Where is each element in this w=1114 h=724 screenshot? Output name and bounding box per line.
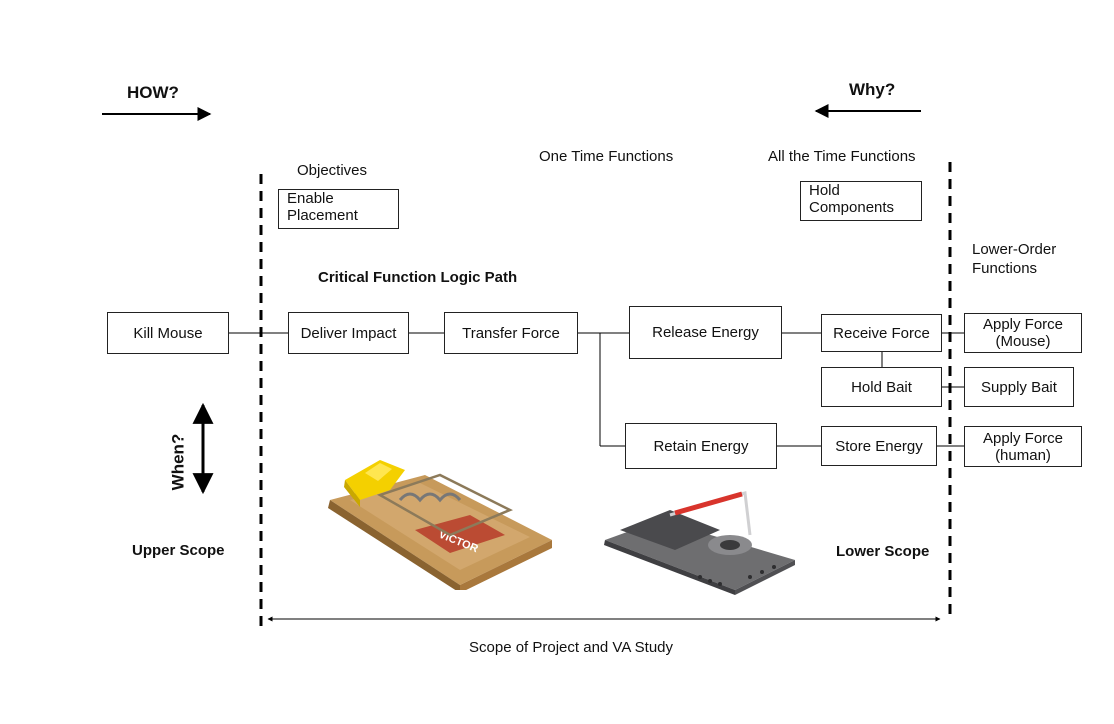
store-energy-box: Store Energy <box>821 426 937 466</box>
apply-force-human-box: Apply Force (human) <box>964 426 1082 467</box>
plastic-mousetrap-image <box>604 491 795 595</box>
why-label: Why? <box>849 80 896 99</box>
how-label: HOW? <box>127 83 179 102</box>
hold-bait-box: Hold Bait <box>821 367 942 407</box>
apply-force-mouse-box: Apply Force (Mouse) <box>964 313 1082 353</box>
critical-path-label: Critical Function Logic Path <box>318 269 518 286</box>
when-label: When? <box>168 433 188 491</box>
upper-scope-label: Upper Scope <box>132 542 225 559</box>
lower-scope-label: Lower Scope <box>836 543 930 560</box>
release-energy-box: Release Energy <box>629 306 782 359</box>
all-the-time-functions-label: All the Time Functions <box>768 148 916 165</box>
retain-energy-box: Retain Energy <box>625 423 777 469</box>
objectives-label: Objectives <box>297 162 368 179</box>
lower-order-functions-label: Lower-Order Functions <box>972 241 1057 277</box>
one-time-functions-label: One Time Functions <box>539 148 674 165</box>
supply-bait-box: Supply Bait <box>964 367 1074 407</box>
transfer-force-box: Transfer Force <box>444 312 578 354</box>
project-scope-label: Scope of Project and VA Study <box>469 639 674 656</box>
deliver-impact-box: Deliver Impact <box>288 312 409 354</box>
receive-force-box: Receive Force <box>821 314 942 352</box>
hold-components-box: Hold Components <box>800 181 922 221</box>
kill-mouse-box: Kill Mouse <box>107 312 229 354</box>
wooden-mousetrap-image: VICTOR <box>328 460 552 590</box>
enable-placement-box: Enable Placement <box>278 189 399 229</box>
